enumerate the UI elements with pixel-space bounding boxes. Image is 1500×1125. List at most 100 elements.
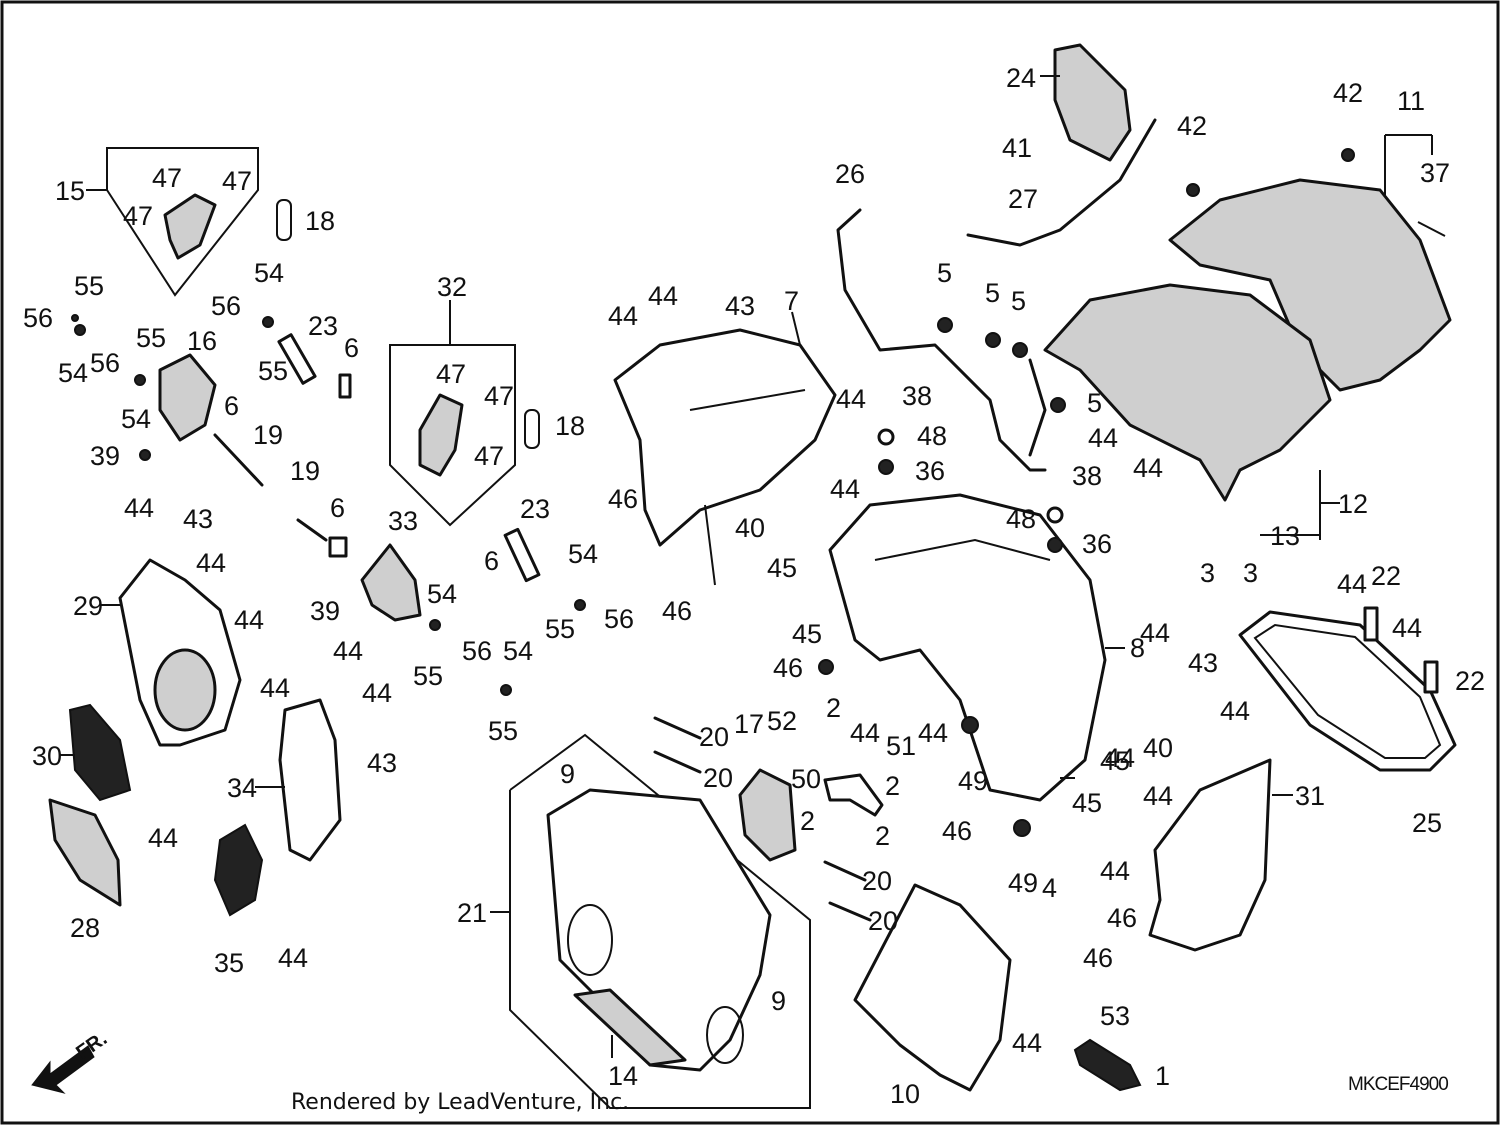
callout-56: 56 bbox=[90, 348, 120, 378]
part-6-collar-a bbox=[338, 373, 352, 399]
callout-40: 40 bbox=[735, 513, 765, 543]
callout-54: 54 bbox=[503, 636, 533, 666]
callout-56: 56 bbox=[211, 291, 241, 321]
part-25-seal bbox=[1238, 610, 1457, 772]
callout-1: 1 bbox=[1155, 1061, 1170, 1091]
callout-10: 10 bbox=[890, 1079, 920, 1109]
callout-45: 45 bbox=[792, 619, 822, 649]
hw-5-c bbox=[1012, 342, 1028, 358]
group-21-outline bbox=[509, 733, 811, 1109]
callout-46: 46 bbox=[773, 653, 803, 683]
callout-44: 44 bbox=[278, 943, 308, 973]
hw-36-b bbox=[1047, 537, 1063, 553]
part-28-trim bbox=[48, 798, 122, 907]
hw-48-a bbox=[877, 428, 895, 446]
part-7-line bbox=[689, 389, 806, 411]
part-25-seal-inner bbox=[1253, 623, 1442, 759]
part-16-bracket bbox=[158, 353, 217, 442]
callout-32: 32 bbox=[437, 272, 467, 302]
callout-47: 47 bbox=[484, 381, 514, 411]
callout-46: 46 bbox=[1083, 943, 1113, 973]
callout-42: 42 bbox=[1333, 78, 1363, 108]
callout-13: 13 bbox=[1270, 521, 1300, 551]
diagram-code: MKCEF4900 bbox=[1348, 1074, 1449, 1095]
part-15-bracket bbox=[163, 193, 217, 260]
callout-8: 8 bbox=[1130, 633, 1145, 663]
callout-54: 54 bbox=[254, 258, 284, 288]
callout-56: 56 bbox=[604, 604, 634, 634]
callout-17: 17 bbox=[734, 709, 764, 739]
callout-2: 2 bbox=[885, 771, 900, 801]
callout-44: 44 bbox=[608, 301, 638, 331]
callout-47: 47 bbox=[436, 359, 466, 389]
callout-45: 45 bbox=[1100, 746, 1130, 776]
callout-11: 11 bbox=[1397, 86, 1425, 116]
callout-49: 49 bbox=[958, 766, 988, 796]
part-21-opening-a bbox=[567, 904, 613, 976]
callout-38: 38 bbox=[902, 381, 932, 411]
callout-3: 3 bbox=[1200, 558, 1215, 588]
part-17-bracket bbox=[738, 768, 797, 862]
hw-55-b bbox=[134, 374, 146, 386]
callout-55: 55 bbox=[258, 356, 288, 386]
callout-44: 44 bbox=[1140, 618, 1170, 648]
hw-42-b bbox=[1186, 183, 1200, 197]
callout-44: 44 bbox=[1088, 423, 1118, 453]
callout-45: 45 bbox=[1072, 788, 1102, 818]
front-direction-arrow-icon bbox=[31, 1045, 95, 1094]
part-22-clip-b bbox=[1423, 660, 1439, 694]
part-39-nut-a bbox=[139, 449, 151, 461]
callout-5: 5 bbox=[1087, 388, 1102, 418]
hw-54-c bbox=[429, 619, 441, 631]
callout-44: 44 bbox=[1133, 453, 1163, 483]
callout-37: 37 bbox=[1420, 158, 1450, 188]
leader-lines bbox=[60, 75, 1340, 1058]
part-27-branch bbox=[1028, 358, 1047, 457]
part-8-rim bbox=[874, 538, 1051, 561]
hw-48-b bbox=[1046, 506, 1064, 524]
callout-6: 6 bbox=[344, 333, 359, 363]
callout-20: 20 bbox=[699, 722, 729, 752]
callout-54: 54 bbox=[568, 539, 598, 569]
callout-5: 5 bbox=[937, 258, 952, 288]
callout-39: 39 bbox=[90, 441, 120, 471]
callout-55: 55 bbox=[413, 661, 443, 691]
callout-44: 44 bbox=[234, 605, 264, 635]
callout-55: 55 bbox=[136, 323, 166, 353]
callout-2: 2 bbox=[826, 693, 841, 723]
callout-41: 41 bbox=[1002, 133, 1032, 163]
callout-18: 18 bbox=[555, 411, 585, 441]
part-19-bolt-b bbox=[296, 518, 328, 542]
callout-46: 46 bbox=[608, 484, 638, 514]
callout-28: 28 bbox=[70, 913, 100, 943]
part-20-rod-c bbox=[823, 860, 867, 882]
callout-19: 19 bbox=[290, 456, 320, 486]
callout-22: 22 bbox=[1455, 666, 1485, 696]
callout-23: 23 bbox=[308, 311, 338, 341]
part-11-outer-shell bbox=[1168, 178, 1452, 392]
callout-43: 43 bbox=[1188, 648, 1218, 678]
callout-45: 45 bbox=[767, 553, 797, 583]
hw-42-a bbox=[1341, 148, 1355, 162]
callout-44: 44 bbox=[333, 636, 363, 666]
part-50-bracket bbox=[823, 773, 884, 817]
callout-15: 15 bbox=[55, 176, 85, 206]
callout-47: 47 bbox=[222, 166, 252, 196]
callout-44: 44 bbox=[1143, 781, 1173, 811]
part-27-cable bbox=[966, 118, 1157, 247]
callout-6: 6 bbox=[224, 391, 239, 421]
callout-22: 22 bbox=[1371, 561, 1401, 591]
callout-5: 5 bbox=[1011, 286, 1026, 316]
callout-44: 44 bbox=[196, 548, 226, 578]
part-26-cable bbox=[836, 208, 1047, 472]
group-15-outline bbox=[106, 147, 259, 297]
part-30-panel bbox=[68, 703, 132, 802]
callout-9: 9 bbox=[560, 759, 575, 789]
part-8-inner-pocket bbox=[828, 493, 1107, 802]
part-31-trim-panel bbox=[1148, 758, 1272, 952]
hw-5-d bbox=[1050, 397, 1066, 413]
callout-2: 2 bbox=[800, 806, 815, 836]
callout-44: 44 bbox=[836, 384, 866, 414]
